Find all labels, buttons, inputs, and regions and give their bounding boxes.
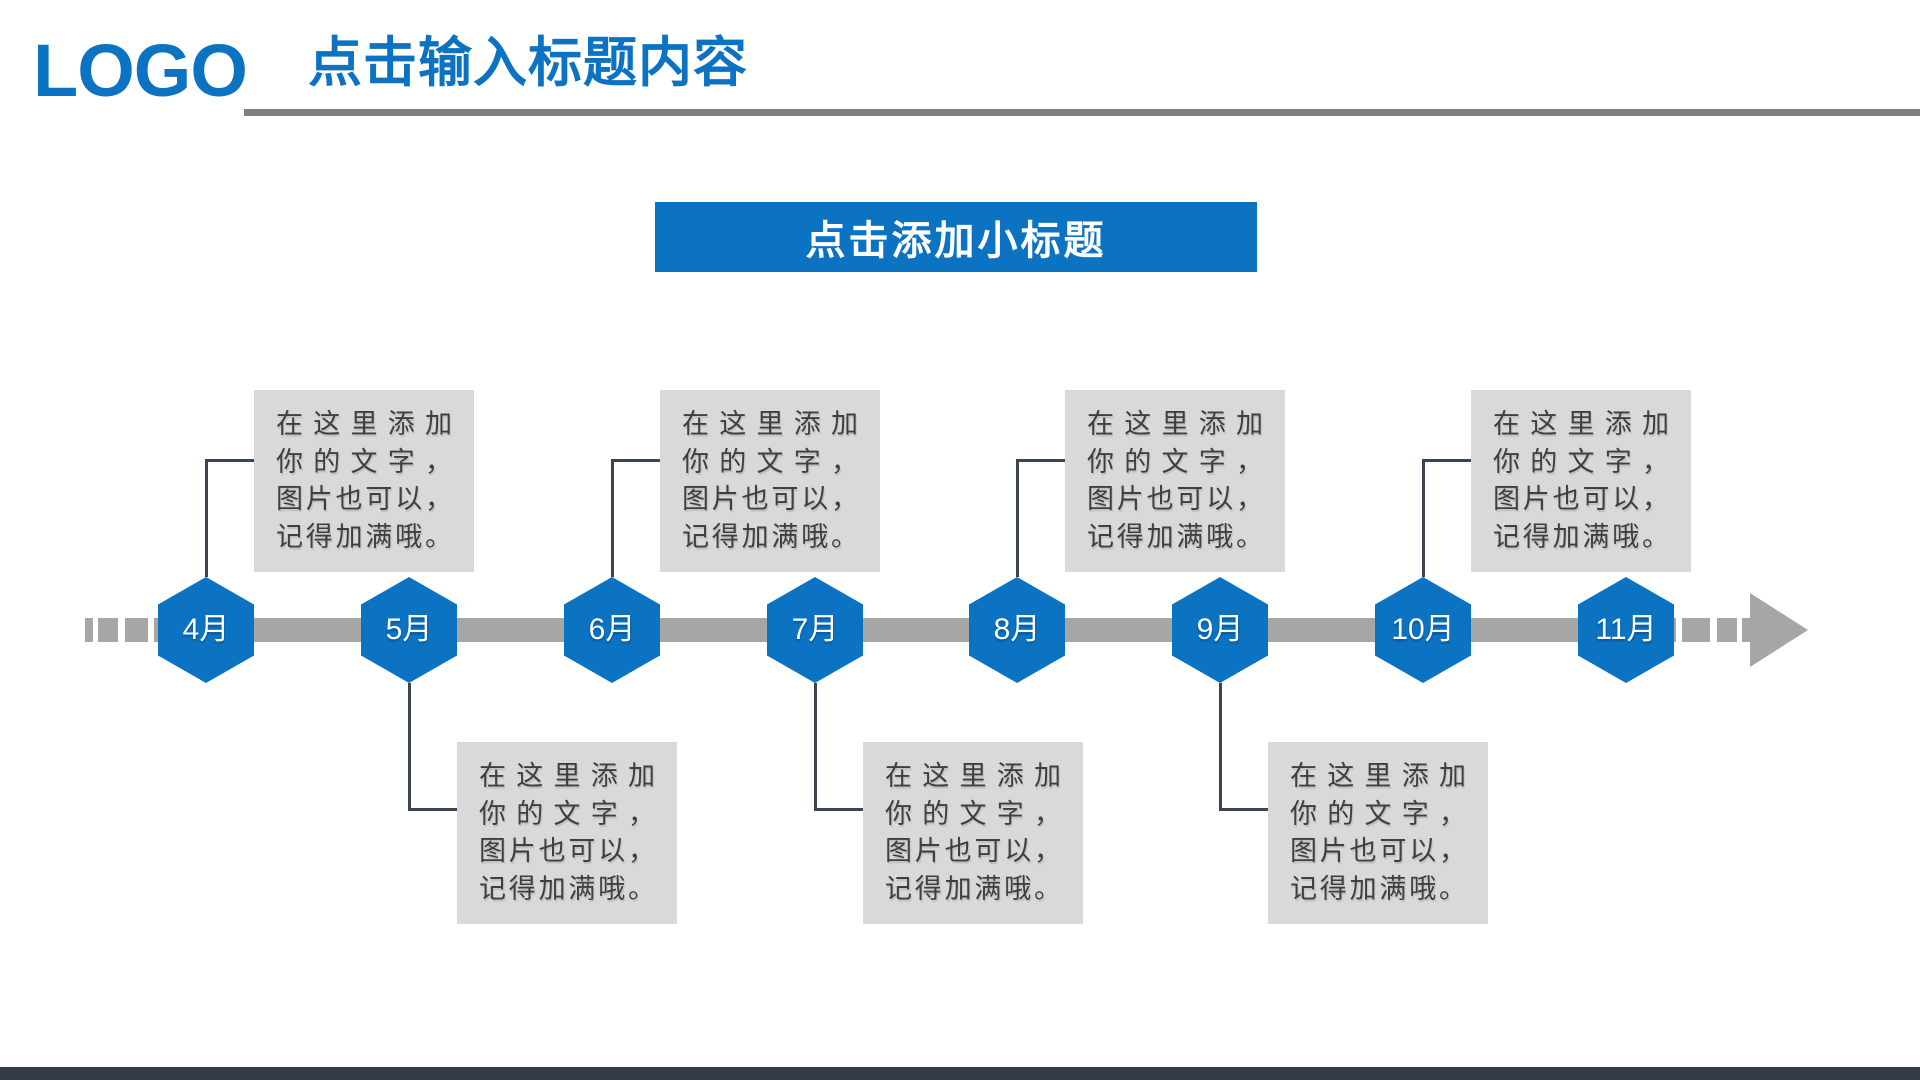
note-box[interactable]: 在这里添加你的文字， 图片也可以， 记得加满哦。: [254, 390, 474, 572]
note-text-line: 在这里添加: [1087, 409, 1263, 439]
note-text-line: 你的文字，: [1290, 798, 1466, 829]
note-box[interactable]: 在这里添加你的文字， 图片也可以， 记得加满哦。: [1268, 742, 1488, 924]
note-text-line: 记得加满哦。: [479, 873, 655, 904]
note-text-line: 图片也可以，: [1493, 484, 1669, 514]
note-text-line: 在这里添加: [276, 409, 452, 439]
month-label: 5月: [385, 613, 433, 646]
month-label: 8月: [993, 613, 1041, 646]
month-node-hexagon[interactable]: 9月: [1172, 577, 1268, 683]
page-title[interactable]: 点击输入标题内容: [308, 33, 748, 93]
month-node-hexagon[interactable]: 4月: [158, 577, 254, 683]
timeline-dash-right-2: [1717, 618, 1737, 642]
note-connector-vertical: [1219, 683, 1222, 811]
month-label: 7月: [791, 613, 839, 646]
note-text-line: 你的文字，: [1493, 446, 1669, 477]
note-connector-vertical: [408, 683, 411, 811]
note-text-line: 你的文字，: [276, 446, 452, 477]
month-node-hexagon[interactable]: 5月: [361, 577, 457, 683]
logo: LOGO: [33, 29, 248, 112]
note-text-line: 你的文字，: [885, 798, 1061, 829]
note-connector-vertical: [814, 683, 817, 811]
note-connector-vertical: [1422, 459, 1425, 577]
header-divider: [244, 109, 1920, 116]
note-text-line: 记得加满哦。: [276, 521, 452, 552]
note-connector-horizontal: [1016, 459, 1065, 462]
note-connector-horizontal: [814, 808, 863, 811]
note-text-line: 在这里添加: [1493, 409, 1669, 439]
month-label: 10月: [1391, 613, 1455, 646]
timeline-dash-right-3: [1742, 618, 1750, 642]
note-text-line: 图片也可以，: [276, 484, 452, 514]
note-box[interactable]: 在这里添加你的文字， 图片也可以， 记得加满哦。: [1065, 390, 1285, 572]
note-text-line: 在这里添加: [1290, 761, 1466, 791]
timeline-dash-left-2: [98, 618, 118, 642]
note-text-line: 在这里添加: [885, 761, 1061, 791]
note-box[interactable]: 在这里添加你的文字， 图片也可以， 记得加满哦。: [1471, 390, 1691, 572]
timeline-dash-left-3: [125, 618, 148, 642]
note-box[interactable]: 在这里添加你的文字， 图片也可以， 记得加满哦。: [660, 390, 880, 572]
month-label: 11月: [1595, 613, 1657, 646]
note-connector-vertical: [1016, 459, 1019, 577]
subtitle-banner-label: 点击添加小标题: [805, 219, 1107, 263]
note-text-line: 记得加满哦。: [885, 873, 1061, 904]
note-text-line: 图片也可以，: [682, 484, 858, 514]
note-connector-horizontal: [205, 459, 254, 462]
month-label: 6月: [588, 613, 636, 646]
month-label: 4月: [182, 613, 230, 646]
note-text-line: 你的文字，: [479, 798, 655, 829]
note-connector-vertical: [611, 459, 614, 577]
note-box[interactable]: 在这里添加你的文字， 图片也可以， 记得加满哦。: [457, 742, 677, 924]
month-node-hexagon[interactable]: 10月: [1375, 577, 1471, 683]
note-connector-horizontal: [1422, 459, 1471, 462]
note-text-line: 你的文字，: [1087, 446, 1263, 477]
note-text-line: 你的文字，: [682, 446, 858, 477]
note-text-line: 图片也可以，: [479, 836, 655, 866]
note-box[interactable]: 在这里添加你的文字， 图片也可以， 记得加满哦。: [863, 742, 1083, 924]
footer-bar: [0, 1067, 1920, 1080]
note-text-line: 记得加满哦。: [1493, 521, 1669, 552]
timeline-arrowhead-icon: [1750, 593, 1808, 667]
note-connector-horizontal: [1219, 808, 1268, 811]
note-text-line: 在这里添加: [682, 409, 858, 439]
note-connector-horizontal: [408, 808, 457, 811]
note-text-line: 在这里添加: [479, 761, 655, 791]
note-text-line: 图片也可以，: [1290, 836, 1466, 866]
note-text-line: 图片也可以，: [1087, 484, 1263, 514]
month-node-hexagon[interactable]: 11月: [1578, 577, 1674, 683]
month-node-hexagon[interactable]: 7月: [767, 577, 863, 683]
month-node-hexagon[interactable]: 8月: [969, 577, 1065, 683]
timeline-dash-right-1: [1682, 618, 1710, 642]
note-connector-vertical: [205, 459, 208, 577]
month-label: 9月: [1196, 613, 1244, 646]
note-text-line: 记得加满哦。: [682, 521, 858, 552]
note-text-line: 记得加满哦。: [1290, 873, 1466, 904]
month-node-hexagon[interactable]: 6月: [564, 577, 660, 683]
subtitle-banner[interactable]: 点击添加小标题: [655, 202, 1257, 272]
note-connector-horizontal: [611, 459, 660, 462]
timeline-dash-left-1: [85, 618, 93, 642]
note-text-line: 图片也可以，: [885, 836, 1061, 866]
note-text-line: 记得加满哦。: [1087, 521, 1263, 552]
